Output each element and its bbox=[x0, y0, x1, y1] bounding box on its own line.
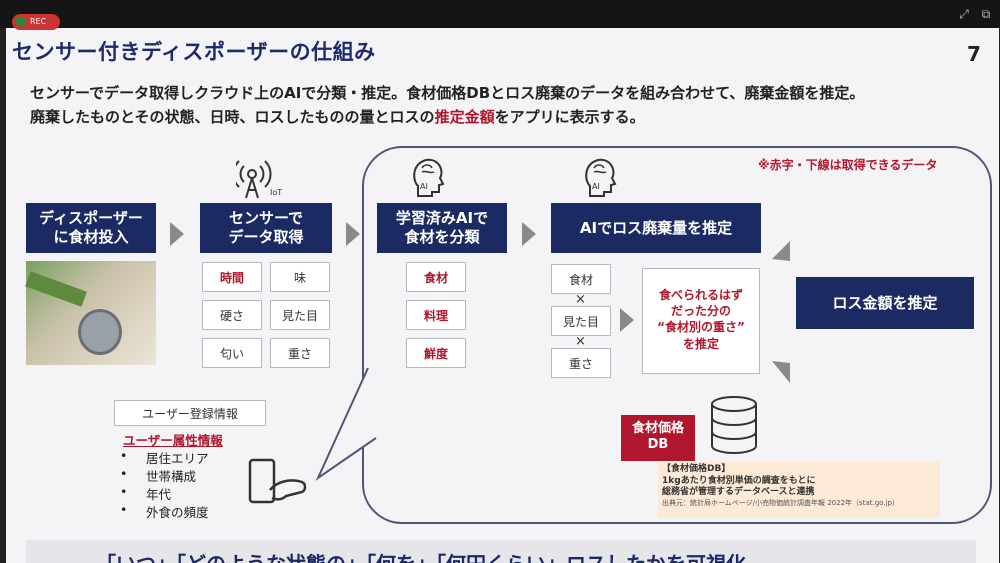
sensor-item-taste: 味 bbox=[270, 262, 330, 292]
legend-note: ※赤字・下線は取得できるデータ bbox=[758, 158, 938, 172]
ai-label-2: AI bbox=[592, 182, 600, 191]
step-ai-classify: 学習済みAIで食材を分類 bbox=[377, 203, 507, 253]
ai-head-icon bbox=[413, 158, 445, 197]
iot-antenna-icon bbox=[236, 160, 272, 199]
sensor-item-hardness: 硬さ bbox=[202, 300, 262, 330]
multiply-sign: × bbox=[575, 334, 586, 349]
db-source-note: 【食材価格DB】 1kgあたり食材別単価の調査をもとに 総務省が管理するデータベ… bbox=[658, 462, 940, 518]
price-db-box: 食材価格 DB bbox=[621, 415, 695, 461]
iot-label: IoT bbox=[270, 188, 283, 197]
classify-item-freshness: 鮮度 bbox=[406, 338, 466, 368]
presentation-slide: センサー付きディスポーザーの仕組み 7 センサーでデータ取得しクラウド上のAIで… bbox=[6, 28, 999, 563]
ai-process-bubble bbox=[362, 146, 992, 524]
disposer-photo bbox=[25, 261, 156, 365]
viewer-toolbar: ⤢ ⧉ bbox=[0, 0, 1000, 28]
sensor-item-appearance: 見た目 bbox=[270, 300, 330, 330]
classify-item-dish: 料理 bbox=[406, 300, 466, 330]
smartphone-hand-icon bbox=[248, 458, 307, 504]
ai-label-1: AI bbox=[420, 182, 428, 191]
user-attr-bullet: • bbox=[120, 466, 128, 481]
user-attributes-title: ユーザー属性情報 bbox=[123, 433, 223, 448]
estimate-item-weight: 重さ bbox=[551, 348, 611, 378]
popout-icon[interactable]: ⧉ bbox=[981, 7, 991, 21]
step-loss-amount: ロス金額を推定 bbox=[796, 277, 974, 329]
user-attr-item: 外食の頻度 bbox=[146, 505, 209, 520]
estimate-item-ingredient: 食材 bbox=[551, 264, 611, 294]
step-sensor-acquire: センサーでデータ取得 bbox=[200, 203, 332, 253]
converge-arrows bbox=[772, 241, 790, 383]
classify-item-ingredient: 食材 bbox=[406, 262, 466, 292]
flow-arrow bbox=[522, 222, 536, 246]
ai-head-icon bbox=[585, 158, 617, 197]
database-icon bbox=[711, 396, 757, 454]
multiply-sign: × bbox=[575, 292, 586, 307]
description-highlight: 推定金額 bbox=[434, 108, 495, 126]
description-text: 廃棄したものとその状態、日時、ロスしたものの量とロスの bbox=[30, 108, 435, 126]
user-attr-bullet: • bbox=[120, 502, 128, 517]
user-attr-item: 世帯構成 bbox=[146, 469, 197, 484]
flow-arrow bbox=[346, 222, 360, 246]
disposer-photo bbox=[78, 309, 122, 355]
description-text-end: をアプリに表示する。 bbox=[494, 108, 645, 126]
slide-title: センサー付きディスポーザーの仕組み bbox=[12, 40, 376, 64]
user-attr-bullet: • bbox=[120, 448, 128, 463]
flow-arrow bbox=[620, 308, 634, 332]
edible-weight-result: 食べられるはず だった分の “食材別の重さ” を推定 bbox=[642, 268, 760, 374]
sensor-item-smell: 匂い bbox=[202, 338, 262, 368]
user-attr-item: 居住エリア bbox=[146, 451, 209, 466]
bottom-banner: 「いつ」「どのような状態の」「何を」「何円くらい」ロスしたかを可視化 bbox=[26, 540, 976, 563]
step-disposer-input: ディスポーザーに食材投入 bbox=[26, 203, 156, 253]
user-attr-item: 年代 bbox=[146, 487, 172, 502]
step-ai-loss-estimate: AIでロス廃棄量を推定 bbox=[551, 203, 761, 253]
flow-arrow bbox=[170, 222, 184, 246]
estimate-item-appearance: 見た目 bbox=[551, 306, 611, 336]
description-line-2: 廃棄したものとその状態、日時、ロスしたものの量とロスの推定金額をアプリに表示する… bbox=[30, 106, 645, 127]
recording-indicator: REC bbox=[12, 14, 60, 30]
sensor-item-weight: 重さ bbox=[270, 338, 330, 368]
description-line-1: センサーでデータ取得しクラウド上のAIで分類・推定。食材価格DBとロス廃棄のデー… bbox=[30, 84, 865, 102]
recording-label: REC bbox=[30, 17, 47, 26]
page-number: 7 bbox=[967, 42, 981, 66]
user-attr-bullet: • bbox=[120, 484, 128, 499]
disposer-photo bbox=[25, 271, 87, 307]
sensor-item-time: 時間 bbox=[202, 262, 262, 292]
user-registration-box: ユーザー登録情報 bbox=[114, 400, 266, 426]
shield-icon bbox=[16, 17, 26, 27]
expand-icon[interactable]: ⤢ bbox=[959, 7, 969, 21]
bubble-tail bbox=[315, 368, 377, 481]
